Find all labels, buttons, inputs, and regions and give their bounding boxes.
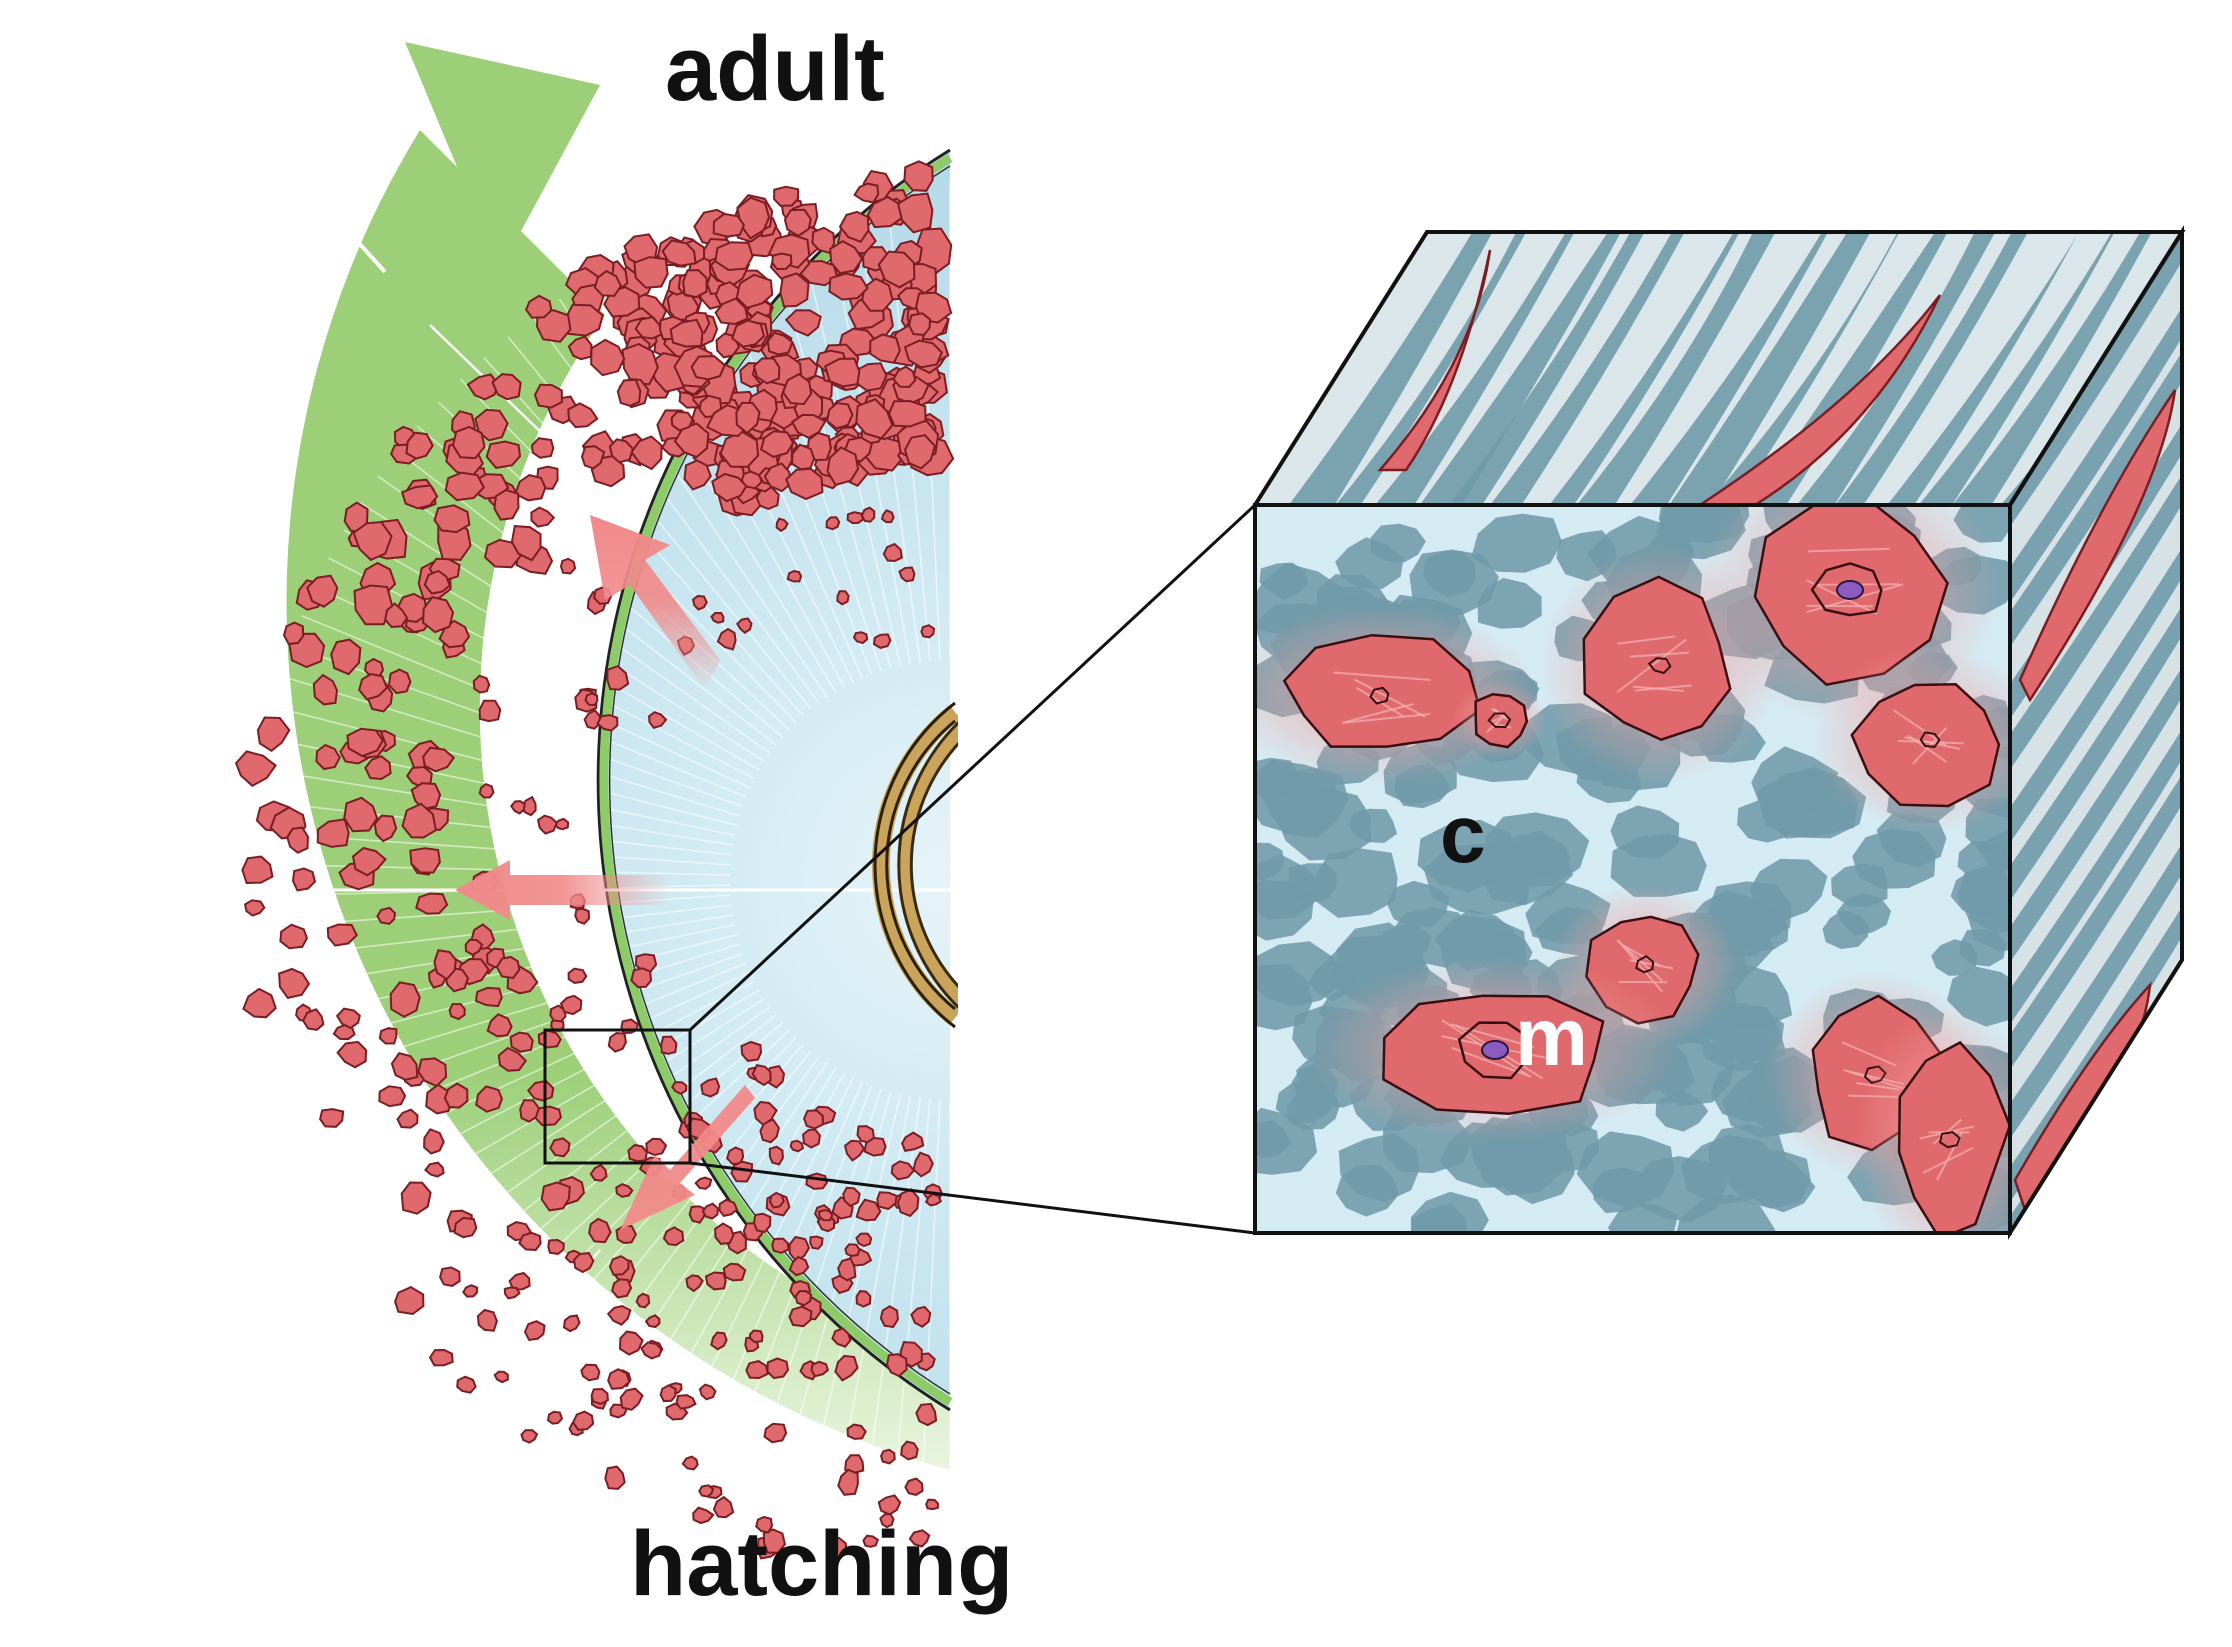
label-adult: adult	[665, 18, 885, 120]
zoom-line-top	[688, 503, 1257, 1032]
migration-arrow-down	[620, 1085, 755, 1230]
label-hatching: hatching	[630, 1513, 1013, 1615]
migration-arrow-up	[590, 515, 720, 690]
zoom-line-bottom	[689, 1161, 1256, 1235]
label-c: c	[1440, 789, 1486, 880]
zoom-region-box	[543, 1028, 692, 1165]
myotome-cross-section	[195, 148, 1018, 1580]
arc-tick	[293, 170, 387, 274]
migration-arrow-left	[455, 860, 670, 920]
muscle-fibers-cross-section	[234, 160, 955, 1560]
tissue-block-cube	[1251, 225, 2186, 1240]
arc-tick	[488, 1308, 542, 1377]
label-m: m	[1515, 992, 1588, 1083]
outer-membrane	[596, 148, 951, 1412]
